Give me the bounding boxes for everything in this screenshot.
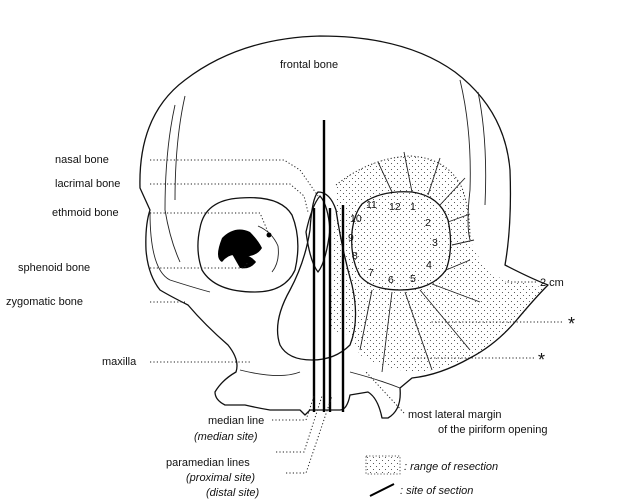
clock-12: 12 [389, 201, 401, 213]
nasal-bone-label: nasal bone [55, 154, 109, 166]
lacrimal-bone-label: lacrimal bone [55, 178, 120, 190]
lacrimal-foramen [267, 233, 272, 238]
legend: : range of resection : site of section [366, 456, 498, 497]
clock-2: 2 [425, 217, 431, 229]
clock-11: 11 [366, 199, 377, 211]
proximal-site-label: (proximal site) [186, 472, 255, 484]
maxilla-lower-edge [240, 370, 400, 388]
clock-3: 3 [432, 237, 438, 249]
frontal-bone-label: frontal bone [280, 59, 338, 71]
legend-resection-label: : range of resection [404, 461, 498, 473]
clock-4: 4 [426, 259, 432, 271]
clock-10: 10 [350, 213, 362, 225]
distal-site-label: (distal site) [206, 487, 260, 499]
median-site-label: (median site) [194, 431, 258, 443]
clock-7: 7 [368, 267, 374, 279]
legend-section-swatch [370, 484, 394, 496]
legend-resection-swatch [366, 456, 400, 474]
two-cm-label: 2 cm [540, 277, 564, 289]
clock-1: 1 [410, 201, 416, 213]
most-lateral-margin-label-2: of the piriform opening [438, 424, 547, 436]
maxilla-label: maxilla [102, 356, 137, 368]
asterisk-upper: * [568, 314, 575, 334]
sphenoid-dark-fissure [232, 254, 256, 269]
clock-5: 5 [410, 273, 416, 285]
legend-section-label: : site of section [400, 485, 473, 497]
zygomatic-bone-label: zygomatic bone [6, 296, 83, 308]
ethmoid-bone-label: ethmoid bone [52, 207, 119, 219]
most-lateral-margin-label-1: most lateral margin [408, 409, 502, 421]
paramedian-lines-label: paramedian lines [166, 457, 250, 469]
left-temporal-line-2 [175, 96, 185, 200]
sphenoid-bone-label: sphenoid bone [18, 262, 90, 274]
asterisk-lower: * [538, 350, 545, 370]
clock-8: 8 [352, 250, 358, 262]
right-temporal-line-2 [478, 92, 486, 205]
clock-6: 6 [388, 274, 394, 286]
median-line-label: median line [208, 415, 264, 427]
clock-9: 9 [348, 232, 354, 244]
